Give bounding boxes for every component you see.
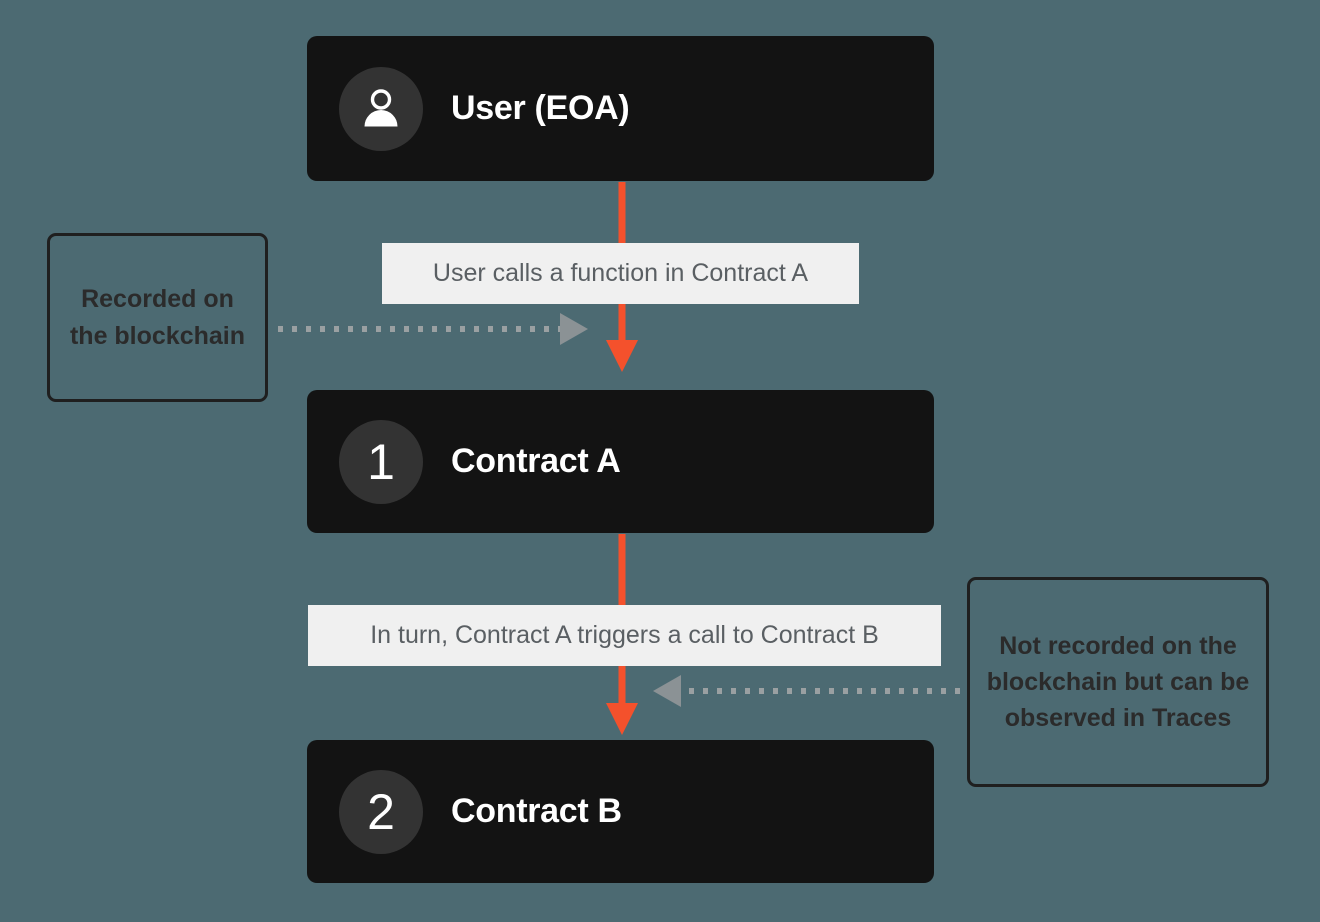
step-number-badge-1: 1 (339, 419, 423, 504)
node-contract-b-label: Contract B (451, 792, 622, 830)
node-user-eoa-label: User (EOA) (451, 89, 630, 127)
annotation-recorded-on-blockchain: Recorded on the blockchain (47, 233, 268, 402)
annotation-not-recorded-traces: Not recorded on the blockchain but can b… (967, 577, 1269, 787)
step-number-badge-2: 2 (339, 769, 423, 854)
dotted-arrow-left-annotation (278, 313, 588, 345)
person-icon (364, 88, 398, 126)
node-user-eoa: User (EOA) (307, 36, 934, 181)
node-contract-a: 1 Contract A (307, 390, 934, 533)
dotted-arrow-right-annotation (653, 675, 960, 707)
step-number-1: 1 (367, 433, 395, 490)
step-label-contract-a-calls-contract-b: In turn, Contract A triggers a call to C… (308, 605, 941, 666)
user-avatar-badge (339, 66, 423, 151)
step-label-user-calls-contract-a: User calls a function in Contract A (382, 243, 859, 304)
node-contract-b: 2 Contract B (307, 740, 934, 883)
step-number-2: 2 (367, 783, 395, 840)
node-contract-a-label: Contract A (451, 442, 621, 480)
